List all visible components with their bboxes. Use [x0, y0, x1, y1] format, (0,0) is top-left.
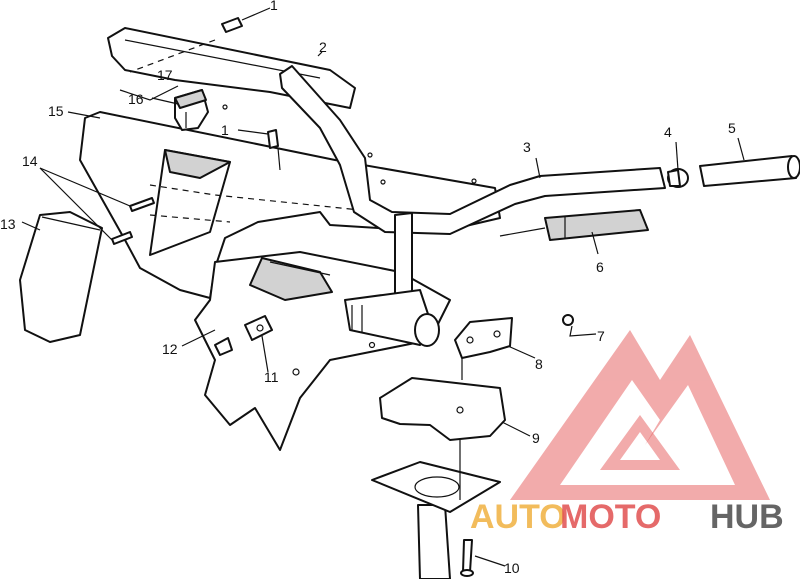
part-15-pod-housing	[79, 104, 501, 299]
callout-9: 9	[532, 430, 540, 446]
watermark-brand: AUTO MOTO HUB	[470, 498, 784, 536]
part-13-hand-guard	[19, 211, 103, 343]
watermark-moto: MOTO	[560, 498, 661, 536]
watermark-logo	[510, 330, 770, 500]
steering-post	[344, 289, 451, 579]
watermark-auto: AUTO	[470, 498, 566, 536]
callout-8: 8	[535, 356, 543, 372]
part-8-upper-clamp	[454, 317, 513, 359]
part-7-nut	[562, 314, 574, 326]
callout-4: 4	[664, 124, 672, 140]
callout-labels: 1 2 3 4 5 6 7 8 9 10 11 12 13 14 15 16 1…	[0, 0, 736, 576]
part-11-bracket	[214, 315, 273, 356]
part-10-bolt	[460, 539, 474, 577]
part-16-17-switch	[174, 89, 209, 131]
part-5-grip	[699, 155, 800, 187]
callout-15: 15	[48, 103, 64, 119]
callout-17: 17	[157, 67, 173, 83]
part-9-lower-clamp	[379, 377, 506, 441]
watermark-triangle-outer	[510, 330, 770, 500]
callout-5: 5	[728, 120, 736, 136]
callout-7: 7	[597, 328, 605, 344]
callout-13: 13	[0, 216, 16, 232]
callout-12: 12	[162, 341, 178, 357]
callout-1-top: 1	[270, 0, 278, 13]
part-1-bolts	[221, 17, 279, 149]
callout-14: 14	[22, 153, 38, 169]
callout-2: 2	[319, 39, 327, 55]
part-6-heated-grip	[499, 209, 649, 241]
callout-6: 6	[596, 259, 604, 275]
callout-3: 3	[523, 139, 531, 155]
callout-1-mid: 1	[221, 122, 229, 138]
part-4-end-plug	[667, 168, 689, 188]
leader-lines	[21, 7, 745, 567]
callout-16: 16	[128, 91, 144, 107]
watermark-triangle-inner	[600, 415, 680, 470]
watermark-hub: HUB	[710, 498, 784, 536]
callout-10: 10	[504, 560, 520, 576]
mounting-plate	[371, 461, 501, 513]
part-14-screws	[111, 197, 155, 245]
callout-11: 11	[264, 369, 279, 385]
